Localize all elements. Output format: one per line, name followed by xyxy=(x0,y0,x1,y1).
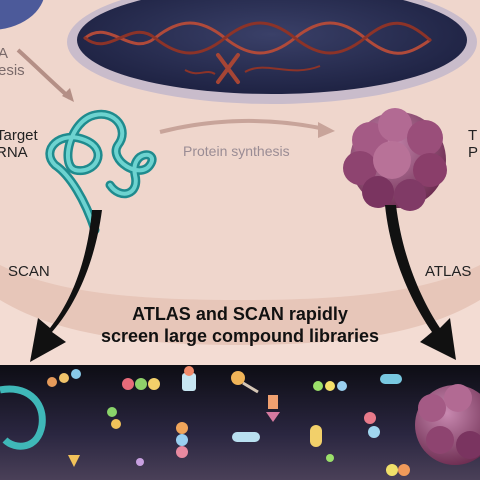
target-rna-label: Target RNA xyxy=(0,127,38,161)
nucleus xyxy=(77,0,467,94)
headline: ATLAS and SCAN rapidly screen large comp… xyxy=(60,303,420,347)
atlas-arrow xyxy=(385,205,456,360)
atlas-label: ATLAS xyxy=(425,263,472,280)
protein-synthesis-arrow-head xyxy=(318,122,335,138)
transcription-arrow-head xyxy=(62,88,74,102)
target-protein xyxy=(343,108,447,211)
compound-molecules xyxy=(47,366,410,476)
dna-helix xyxy=(83,21,432,55)
scan-label: SCAN xyxy=(8,263,50,280)
chromosome xyxy=(216,53,240,84)
library-rna xyxy=(0,385,46,450)
loose-chromatin xyxy=(184,65,321,75)
cell-membrane xyxy=(0,265,480,345)
headline-line-1: ATLAS and SCAN rapidly xyxy=(132,304,348,324)
transcription-label-partial: A esis xyxy=(0,45,25,79)
protein-synthesis-label: Protein synthesis xyxy=(183,143,290,159)
protein-synthesis-arrow xyxy=(159,118,321,134)
organelle-partial xyxy=(0,0,44,30)
headline-line-2: screen large compound libraries xyxy=(100,326,380,346)
library-protein xyxy=(415,384,480,465)
target-rna-strand xyxy=(45,109,157,235)
scan-arrow xyxy=(30,210,102,362)
target-protein-label-partial: T P xyxy=(468,127,479,161)
